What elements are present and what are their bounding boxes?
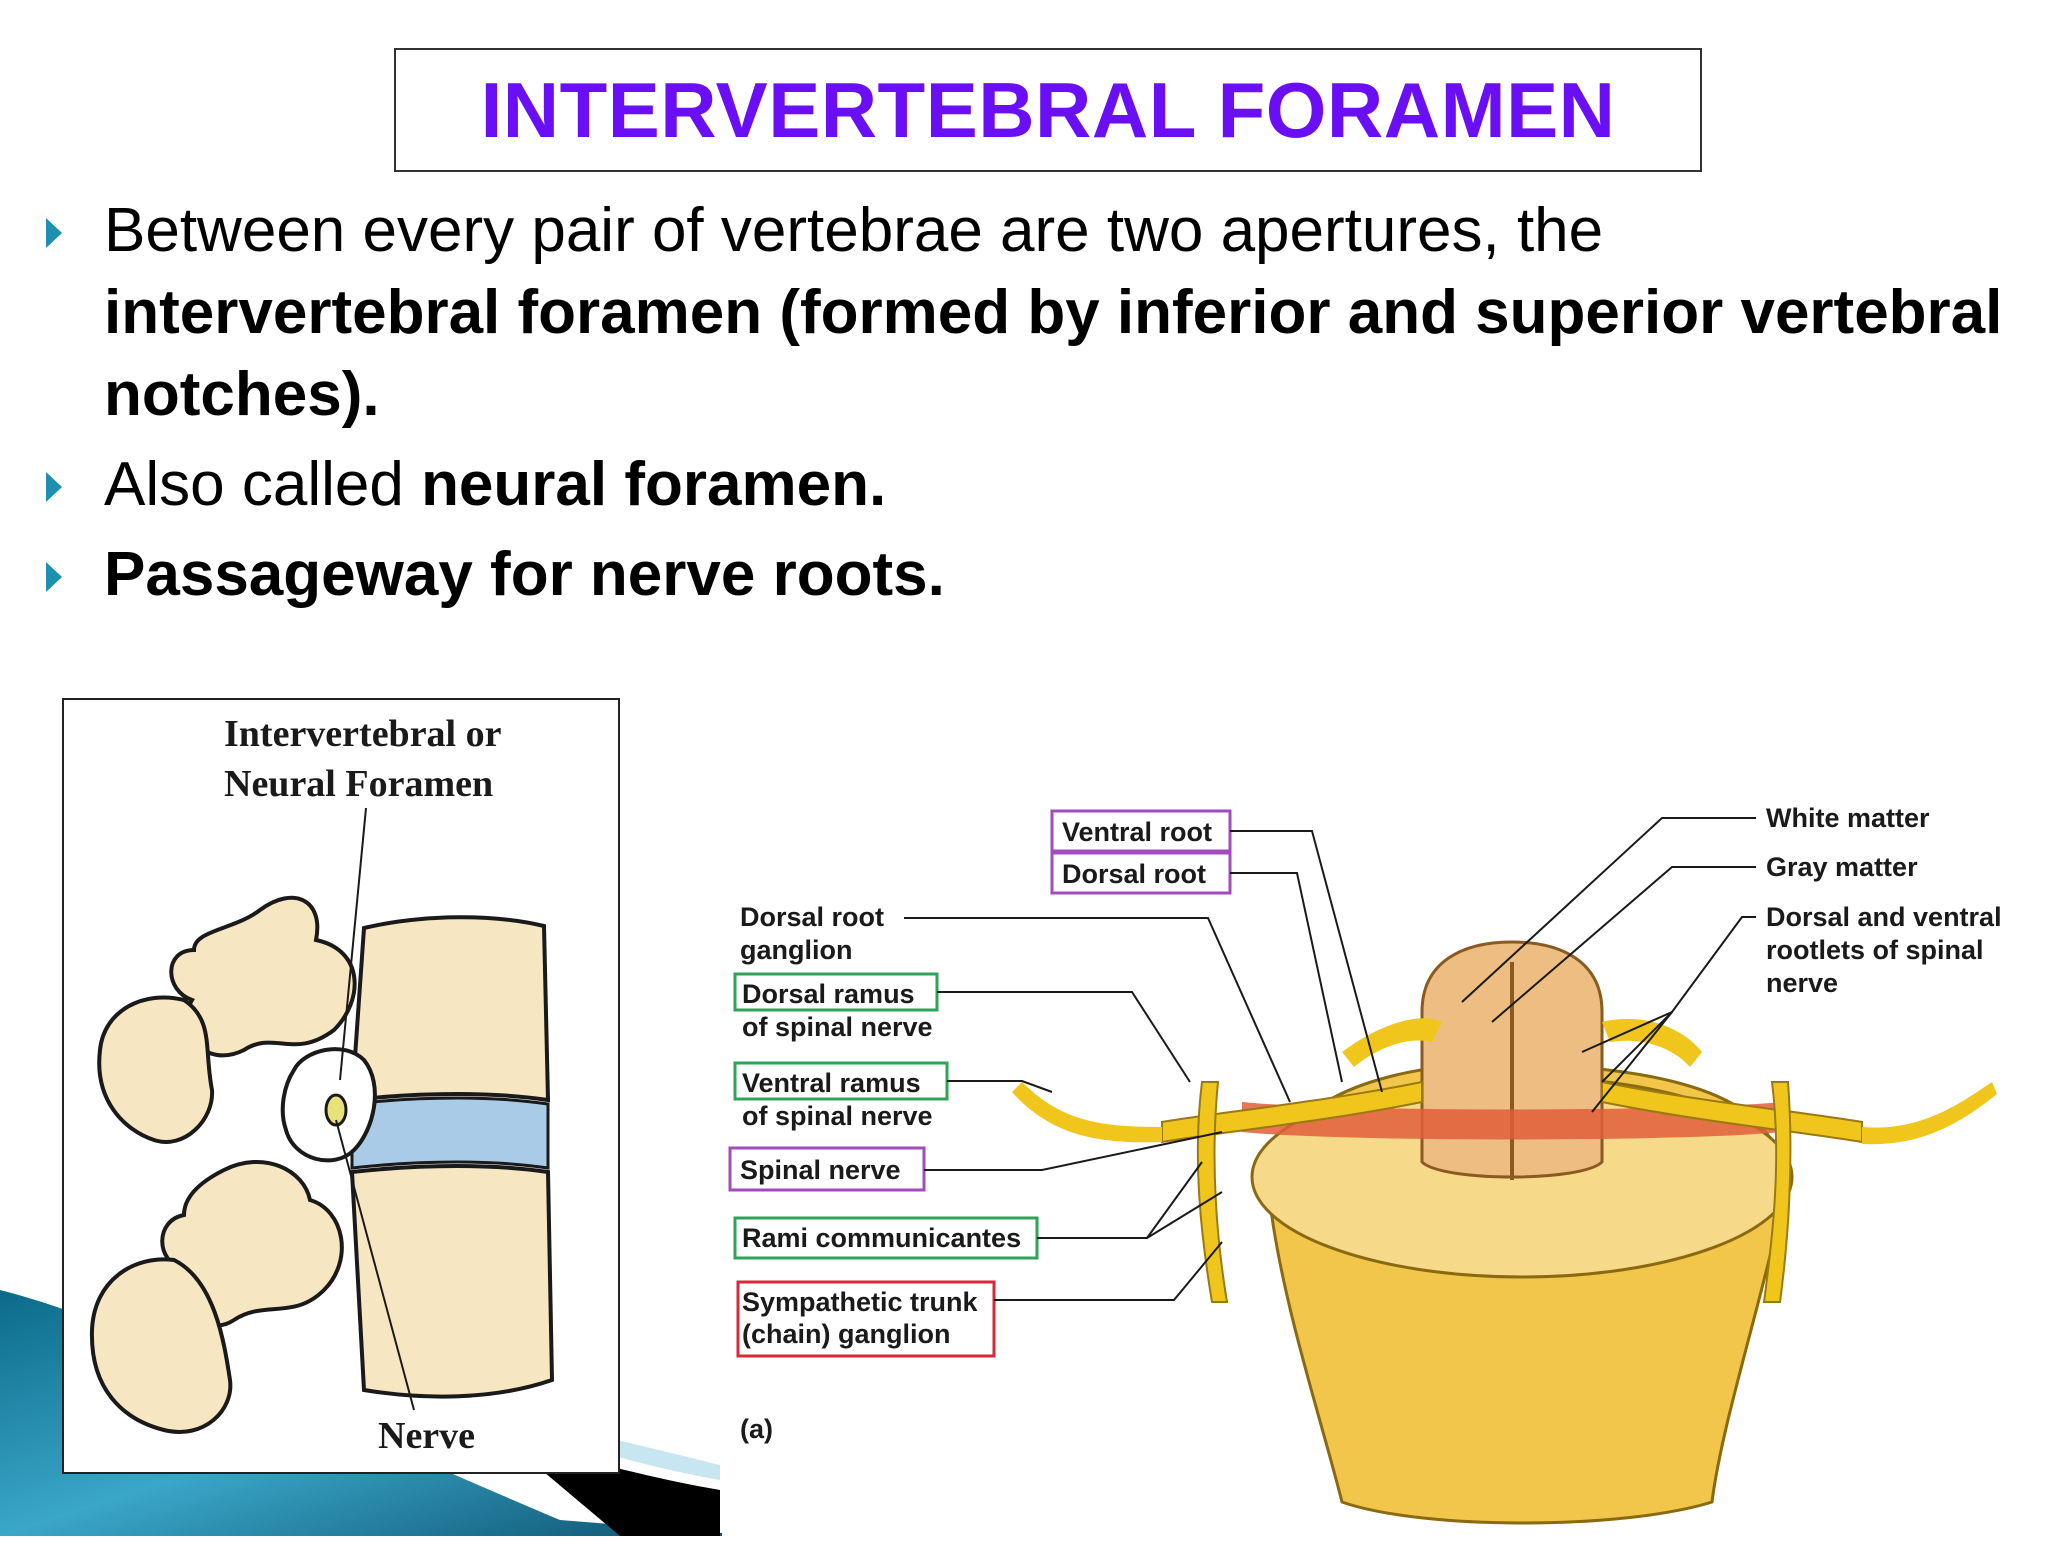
bullet-list: Between every pair of vertebrae are two … — [46, 190, 2006, 624]
label-nerve: Nerve — [378, 1415, 475, 1457]
bullet-triangle-icon — [46, 472, 62, 502]
label-sympathetic-trunk-1: Sympathetic trunk — [742, 1287, 979, 1317]
label-dorsal-ramus-1: Dorsal ramus — [742, 979, 915, 1009]
bullet-item: Passageway for nerve roots. — [46, 534, 2006, 616]
label-box-ventral-root — [1050, 809, 1232, 853]
label-spinal-nerve: Spinal nerve — [740, 1155, 901, 1185]
label-sympathetic-trunk-2: (chain) ganglion — [742, 1319, 951, 1349]
label-panel-a: (a) — [740, 1414, 773, 1444]
label-gray-matter: Gray matter — [1766, 852, 1918, 882]
bullet-text-plain: Also called — [104, 450, 422, 519]
label-box-dorsal-root — [1050, 851, 1232, 895]
bullet-text-bold: Passageway for nerve roots. — [104, 540, 945, 609]
label-ventral-ramus-2: of spinal nerve — [742, 1101, 933, 1131]
title-box: INTERVERTEBRAL FORAMEN — [394, 48, 1702, 172]
label-dorsal-root: Dorsal root — [1062, 859, 1206, 889]
label-box-sympathetic-trunk — [736, 1280, 996, 1358]
label-rootlets-3: nerve — [1766, 968, 1838, 998]
figure-intervertebral-foramen: Intervertebral or Neural Foramen Nerve — [62, 698, 620, 1474]
label-rami-communicantes: Rami communicantes — [742, 1223, 1021, 1253]
label-box-rami-communicantes — [733, 1216, 1039, 1260]
bullet-text-plain: Between every pair of vertebrae are two … — [104, 196, 1604, 265]
vertebrae-illustration: Intervertebral or Neural Foramen Nerve — [64, 700, 618, 1472]
label-neural-foramen: Neural Foramen — [224, 763, 493, 805]
figure-spinal-cord-section: Ventral root Dorsal root Dorsal root gan… — [722, 782, 2048, 1536]
label-rootlets-2: rootlets of spinal — [1766, 935, 1984, 965]
label-dorsal-ramus-2: of spinal nerve — [742, 1012, 933, 1042]
label-box-ventral-ramus — [733, 1061, 949, 1101]
label-ventral-ramus-1: Ventral ramus — [742, 1068, 921, 1098]
spinal-cord-illustration: Ventral root Dorsal root Dorsal root gan… — [722, 782, 2048, 1536]
bullet-item: Between every pair of vertebrae are two … — [46, 190, 2006, 436]
label-dorsal-root-ganglion-2: ganglion — [740, 935, 852, 965]
label-white-matter: White matter — [1766, 803, 1930, 833]
label-box-spinal-nerve — [728, 1146, 926, 1192]
bullet-triangle-icon — [46, 218, 62, 248]
label-intervertebral-or: Intervertebral or — [224, 713, 502, 755]
bullet-item: Also called neural foramen. — [46, 444, 2006, 526]
bullet-text-bold: neural foramen. — [421, 450, 887, 519]
label-ventral-root: Ventral root — [1062, 817, 1212, 847]
bullet-triangle-icon — [46, 562, 62, 592]
slide-title: INTERVERTEBRAL FORAMEN — [480, 65, 1616, 154]
bullet-text-bold: intervertebral foramen (formed by inferi… — [104, 278, 2003, 429]
label-box-dorsal-ramus — [733, 972, 939, 1012]
label-group-left: Ventral root Dorsal root Dorsal root gan… — [728, 809, 1383, 1444]
label-group-right: White matter Gray matter Dorsal and vent… — [1461, 803, 2002, 1113]
label-dorsal-root-ganglion-1: Dorsal root — [740, 902, 884, 932]
label-rootlets-1: Dorsal and ventral — [1766, 902, 2002, 932]
